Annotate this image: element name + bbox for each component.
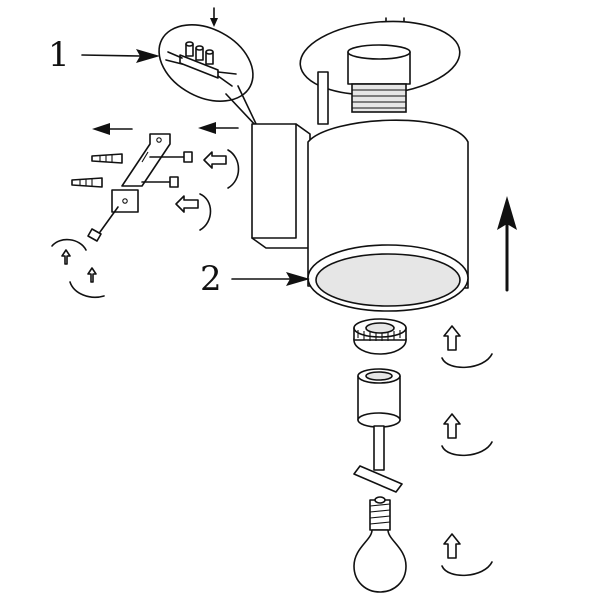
callout-2: 2 [200,259,310,299]
insert-up-arrow-icon [497,196,517,292]
lamp-holder [353,368,403,493]
socket-thread [351,83,407,113]
wall-plug-icon-1 [91,153,123,164]
hollow-arrow-icon-2 [175,193,212,231]
hollow-up-arrow-icon-1 [441,325,493,369]
mounting-fixings [51,122,240,298]
callout-1: 1 [48,35,160,75]
hollow-up-arrow-icon-2 [441,413,493,457]
terminal-block [165,41,237,87]
lamp-head [251,17,469,312]
terminal-block-detail [158,7,259,129]
detail-pointer [225,85,259,129]
mounting-bracket [121,133,171,187]
lamp-shade [307,119,469,289]
ring-nut [353,318,407,355]
wall-back-plate [251,123,311,249]
lamp-holder-pin [353,465,403,493]
wire-feed-arrow-icon [210,18,218,27]
callout-2-label: 2 [200,259,222,299]
callout-1-arrowhead-icon [136,49,160,63]
hollow-arrow-icon-1 [203,149,240,189]
bulb-glass [353,529,407,593]
light-bulb [353,496,407,593]
callout-1-leader [81,54,141,57]
screw-icon-2 [141,176,179,188]
hollow-up-arrow-icon-3 [441,533,493,577]
screw-icon-1 [149,151,193,163]
callout-1-label: 1 [48,35,70,75]
arrow-left-icon-2 [198,122,216,134]
callout-2-arrowhead-icon [286,272,310,286]
arrow-left-icon-1 [92,123,110,135]
mounting-arm [317,71,329,125]
circular-arrow-icon [51,238,105,298]
lamp-holder-stem [373,425,385,471]
wall-plug-icon-2 [71,177,103,188]
screw-icon-3 [87,206,119,242]
